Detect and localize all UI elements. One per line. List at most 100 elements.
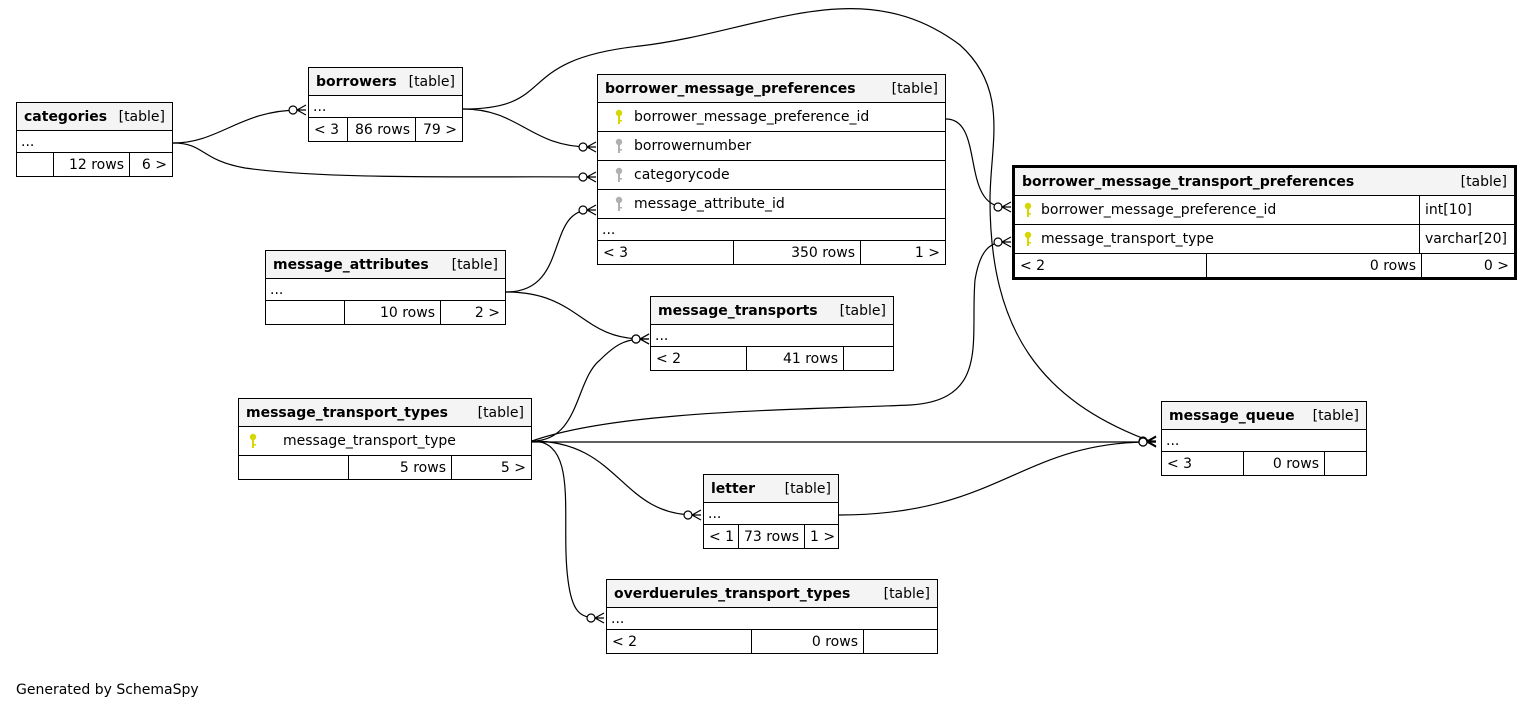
row-count: 5 rows xyxy=(349,456,452,479)
table-name: borrower_message_transport_preferences xyxy=(1022,173,1355,190)
edge-mtt-letter xyxy=(531,440,696,516)
table-name: message_attributes xyxy=(273,256,429,273)
column-row[interactable]: message_transport_type varchar[20] xyxy=(1015,225,1514,254)
more-columns-ellipsis: ... xyxy=(598,219,945,241)
table-stats: < 2 0 rows 0 > xyxy=(1015,254,1514,277)
table-type-tag: [table] xyxy=(1312,407,1359,424)
parents-count[interactable]: < 2 xyxy=(607,630,752,653)
table-overduerules-transport-types[interactable]: overduerules_transport_types [table] ...… xyxy=(606,579,938,654)
edge-mtt-message-transports xyxy=(531,338,644,442)
children-count[interactable]: 5 > xyxy=(500,459,526,476)
primary-key-icon xyxy=(239,433,283,449)
crows-foot-marker xyxy=(288,104,307,116)
table-stats: < 2 0 rows xyxy=(607,630,937,653)
table-type-tag: [table] xyxy=(1460,173,1507,190)
edge-message-attributes-bmp xyxy=(505,209,591,293)
edge-mtt-overduerules xyxy=(531,440,599,619)
parents-count[interactable]: < 2 xyxy=(1015,254,1207,277)
parents-count[interactable]: < 1 xyxy=(704,525,739,548)
edge-letter-message-queue xyxy=(838,441,1151,516)
edge-borrowers-bmp xyxy=(462,108,591,148)
crows-foot-marker xyxy=(683,509,702,521)
parents-count[interactable]: < 3 xyxy=(1162,452,1244,475)
column-row[interactable]: borrower_message_preference_id xyxy=(598,103,945,132)
table-header: letter [table] xyxy=(704,475,838,503)
table-borrowers[interactable]: borrowers [table] ... < 3 86 rows 79 > xyxy=(308,67,463,142)
table-type-tag: [table] xyxy=(451,256,498,273)
parents-count[interactable]: < 3 xyxy=(598,241,734,264)
table-type-tag: [table] xyxy=(883,585,930,602)
column-row[interactable]: categorycode xyxy=(598,161,945,190)
parents-count[interactable] xyxy=(17,153,54,176)
column-name: message_attribute_id xyxy=(634,196,785,212)
edge-bmp-bmtp xyxy=(945,118,1006,208)
primary-key-icon xyxy=(604,109,634,125)
parents-count[interactable]: < 3 xyxy=(309,118,348,141)
more-columns-ellipsis: ... xyxy=(651,325,893,347)
more-columns-ellipsis: ... xyxy=(704,503,838,525)
table-type-tag: [table] xyxy=(118,108,165,125)
children-count[interactable] xyxy=(844,347,893,370)
children-count[interactable]: 1 > xyxy=(914,244,940,261)
edge-mtt-bmtp xyxy=(531,241,1006,442)
table-type-tag: [table] xyxy=(477,404,524,421)
crows-foot-marker xyxy=(578,171,597,183)
table-message-transport-types[interactable]: message_transport_types [table] message_… xyxy=(238,398,532,480)
row-count: 10 rows xyxy=(345,301,441,324)
table-message-queue[interactable]: message_queue [table] ... < 3 0 rows xyxy=(1161,401,1367,476)
generated-by-footer: Generated by SchemaSpy xyxy=(16,682,199,698)
row-count: 0 rows xyxy=(752,630,864,653)
parents-count[interactable] xyxy=(239,456,349,479)
table-header: message_attributes [table] xyxy=(266,251,505,279)
table-stats: < 3 350 rows 1 > xyxy=(598,241,945,264)
column-name: categorycode xyxy=(634,167,730,183)
row-count: 86 rows xyxy=(348,118,416,141)
table-stats: < 1 73 rows 1 > xyxy=(704,525,838,548)
foreign-key-icon xyxy=(604,196,634,212)
foreign-key-icon xyxy=(604,138,634,154)
column-row[interactable]: message_attribute_id xyxy=(598,190,945,219)
table-name: letter xyxy=(711,480,756,497)
table-borrower-message-preferences[interactable]: borrower_message_preferences [table] bor… xyxy=(597,74,946,265)
column-row[interactable]: borrower_message_preference_id int[10] xyxy=(1015,196,1514,225)
primary-key-icon xyxy=(1015,202,1041,218)
parents-count[interactable]: < 2 xyxy=(651,347,747,370)
table-message-attributes[interactable]: message_attributes [table] ... 10 rows 2… xyxy=(265,250,506,325)
more-columns-ellipsis: ... xyxy=(1162,430,1366,452)
column-name: borrower_message_preference_id xyxy=(1041,202,1277,218)
edge-categories-borrowers xyxy=(172,109,301,144)
table-name: borrower_message_preferences xyxy=(605,80,856,97)
column-row[interactable]: borrowernumber xyxy=(598,132,945,161)
table-type-tag: [table] xyxy=(784,480,831,497)
more-columns-ellipsis: ... xyxy=(17,131,172,153)
edge-message-attributes-message-transports xyxy=(505,291,644,340)
table-stats: 5 rows 5 > xyxy=(239,456,531,479)
children-count[interactable]: 79 > xyxy=(423,121,457,138)
column-row[interactable]: message_transport_type xyxy=(239,427,531,456)
table-header: message_transports [table] xyxy=(651,297,893,325)
table-type-tag: [table] xyxy=(839,302,886,319)
table-stats: 10 rows 2 > xyxy=(266,301,505,324)
table-message-transports[interactable]: message_transports [table] ... < 2 41 ro… xyxy=(650,296,894,371)
table-letter[interactable]: letter [table] ... < 1 73 rows 1 > xyxy=(703,474,839,549)
table-categories[interactable]: categories [table] ... 12 rows 6 > xyxy=(16,102,173,177)
crows-foot-marker xyxy=(578,204,597,216)
children-count[interactable]: 2 > xyxy=(474,304,500,321)
table-header: categories [table] xyxy=(17,103,172,131)
column-type: varchar[20] xyxy=(1419,225,1514,253)
children-count[interactable] xyxy=(1325,452,1366,475)
children-count[interactable]: 1 > xyxy=(810,528,836,545)
column-name: borrower_message_preference_id xyxy=(634,109,870,125)
crows-foot-marker xyxy=(586,612,605,624)
primary-key-icon xyxy=(1015,231,1041,247)
children-count[interactable] xyxy=(864,630,937,653)
table-header: borrower_message_transport_preferences [… xyxy=(1015,168,1514,196)
children-count[interactable]: 6 > xyxy=(141,156,167,173)
children-count[interactable]: 0 > xyxy=(1483,257,1509,274)
parents-count[interactable] xyxy=(266,301,345,324)
table-header: borrowers [table] xyxy=(309,68,462,96)
column-name: message_transport_type xyxy=(1041,231,1214,247)
table-name: message_transports xyxy=(658,302,818,319)
table-borrower-message-transport-preferences[interactable]: borrower_message_transport_preferences [… xyxy=(1012,165,1517,280)
row-count: 41 rows xyxy=(747,347,844,370)
